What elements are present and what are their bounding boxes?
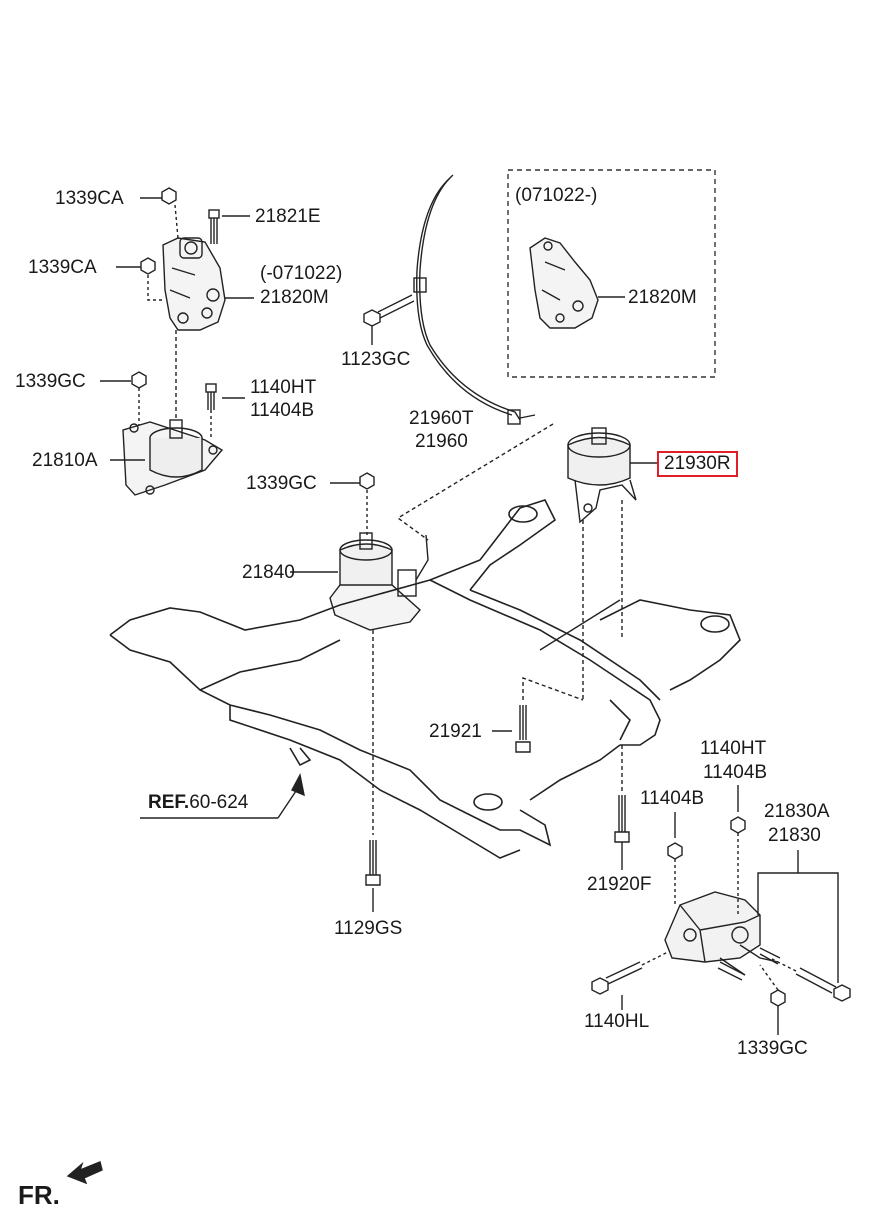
- bolt-1140ht-top-icon: [205, 383, 217, 410]
- bolt-1140hl-icon: [591, 951, 669, 995]
- ref-arrow-icon: [291, 772, 305, 797]
- bolt-21921-icon: [515, 705, 531, 753]
- part-label-21930r-highlighted[interactable]: 21930R: [657, 451, 738, 477]
- bolt-1123gc-icon: [363, 294, 415, 327]
- part-label-1339ca-top[interactable]: 1339CA: [55, 188, 124, 209]
- part-label-21830[interactable]: 21830: [768, 825, 821, 846]
- bolt-21830-icon: [769, 957, 851, 1002]
- part-label-1339gc-bottom[interactable]: 1339GC: [737, 1038, 808, 1059]
- part-label-21920f[interactable]: 21920F: [587, 874, 652, 895]
- part-label-21820m-variant[interactable]: 21820M: [628, 287, 697, 308]
- mount-21810a-icon: [122, 419, 224, 496]
- bolt-1140ht-right-icon: [730, 816, 746, 915]
- part-label-11404b-right1[interactable]: 11404B: [703, 762, 768, 783]
- part-label-1339ca-mid[interactable]: 1339CA: [28, 257, 97, 278]
- part-label-11404b-top[interactable]: 11404B: [250, 400, 315, 421]
- ref-prefix: REF.: [148, 792, 190, 813]
- part-label-21810a[interactable]: 21810A: [32, 450, 98, 471]
- variant-box: [507, 169, 716, 378]
- part-label-21830a[interactable]: 21830A: [764, 801, 830, 822]
- bracket-21820m-variant-icon: [529, 237, 599, 329]
- ref-number: 60-624: [189, 792, 249, 813]
- part-label-21820m[interactable]: 21820M: [260, 287, 329, 308]
- bolt-11404b-right-icon: [667, 842, 683, 905]
- part-label-21960t[interactable]: 21960T: [409, 408, 474, 429]
- nut-1339ca-top-icon: [161, 187, 177, 205]
- part-label-21960[interactable]: 21960: [415, 431, 468, 452]
- front-arrow-icon: [66, 1161, 103, 1185]
- nut-1339gc-bottom-icon: [759, 964, 786, 1007]
- nut-1339gc-left-icon: [131, 371, 147, 389]
- part-label-1339gc-left[interactable]: 1339GC: [15, 371, 86, 392]
- variant-box-date: (071022-): [515, 185, 598, 206]
- subframe-icon: [109, 499, 741, 859]
- bolt-21821e-icon: [208, 209, 220, 244]
- part-label-1140hl[interactable]: 1140HL: [584, 1011, 650, 1032]
- date-range-label: (-071022): [260, 263, 343, 284]
- part-label-21840[interactable]: 21840: [242, 562, 295, 583]
- front-direction-label: FR.: [18, 1180, 60, 1210]
- part-label-1123gc[interactable]: 1123GC: [341, 349, 411, 370]
- nut-1339gc-mid-icon: [359, 472, 375, 490]
- part-label-11404b-right2[interactable]: 11404B: [640, 788, 705, 809]
- part-label-1339gc-mid[interactable]: 1339GC: [246, 473, 317, 494]
- bolt-1129gs-icon: [365, 840, 381, 886]
- part-label-1140ht-right[interactable]: 1140HT: [700, 738, 767, 759]
- bolt-stud-icon: [717, 947, 781, 981]
- bolt-21920f-icon: [614, 795, 630, 843]
- part-label-21921[interactable]: 21921: [429, 721, 482, 742]
- mount-21840-icon: [329, 532, 429, 631]
- mount-21930r-icon: [567, 427, 637, 524]
- bracket-21820m-icon: [162, 237, 226, 331]
- part-label-1129gs[interactable]: 1129GS: [334, 918, 403, 939]
- part-label-1140ht-top[interactable]: 1140HT: [250, 377, 317, 398]
- hose-21960-icon: [413, 174, 536, 425]
- nut-1339ca-mid-icon: [140, 257, 156, 275]
- part-label-21821e[interactable]: 21821E: [255, 206, 321, 227]
- ref-link[interactable]: REF.60-624: [148, 793, 248, 813]
